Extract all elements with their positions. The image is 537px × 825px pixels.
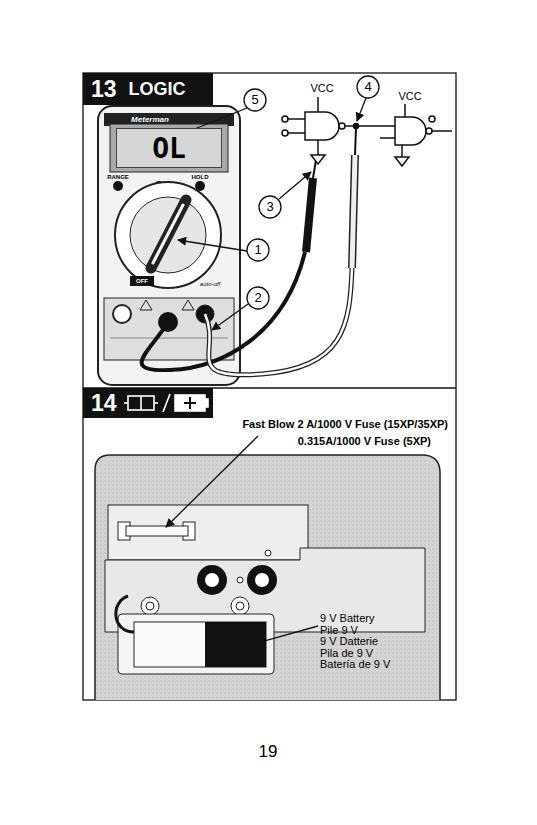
lcd-display: OL [116,128,222,168]
battery-note: 9 V Battery [320,612,374,624]
callout-number: 2 [254,291,261,305]
battery-note: Pile 9 V [320,623,358,635]
dial-label: OFF [136,278,148,285]
supply-label: VCC [398,90,421,102]
callouts [162,76,379,330]
panel-frame [83,73,456,700]
callout-number: 5 [251,93,258,107]
battery-note: Batería de 9 V [320,658,390,670]
meter-back [95,436,440,700]
callout-number: 1 [254,243,261,257]
meter-label: auto-off [200,281,220,288]
brand-name: Meterman [131,116,169,125]
callout-number: 3 [266,200,273,214]
nand-gates [282,97,452,166]
multimeter [98,106,240,385]
section-heading: LOGIC [129,79,186,100]
section-band: 13 LOGIC [83,73,213,105]
button-label: RANGE [107,174,129,181]
callout-number: 4 [364,80,371,94]
display-reading: OL [152,132,186,165]
button-label: HOLD [192,174,209,181]
supply-label: VCC [310,82,333,94]
battery-note: 9 V Datterie [320,635,378,647]
battery-note: Pila de 9 V [320,646,373,658]
section-heading: 13 [91,76,117,103]
section-band: 14 [83,388,213,418]
fuse-note: 0.315A/1000 V Fuse (5XP) [298,435,431,447]
fuse-note: Fast Blow 2 A/1000 V Fuse (15XP/35XP) [242,418,448,430]
section-heading: 14 [91,390,117,417]
page-number: 19 [259,743,278,762]
